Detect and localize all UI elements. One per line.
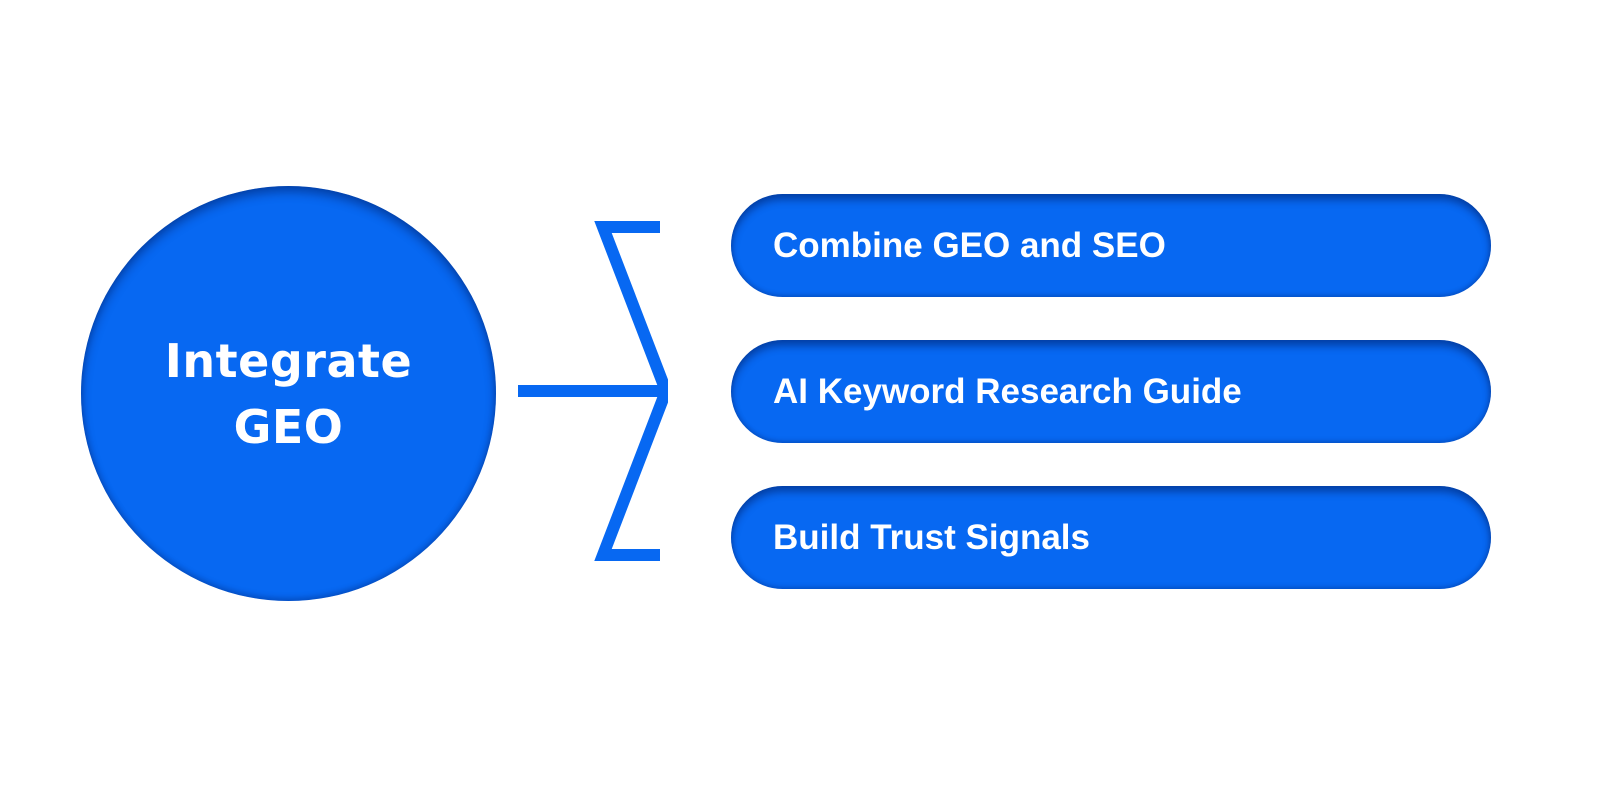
item-label: AI Keyword Research Guide: [773, 371, 1242, 411]
connector-bracket: [594, 221, 668, 561]
item-pill-build-trust-signals: Build Trust Signals: [731, 486, 1491, 589]
item-pill-ai-keyword-research: AI Keyword Research Guide: [731, 340, 1491, 443]
item-label: Combine GEO and SEO: [773, 225, 1166, 265]
bracket-connector: [518, 221, 668, 561]
hub-label: Integrate GEO: [164, 333, 413, 454]
hub-circle: Integrate GEO: [81, 186, 496, 601]
item-label: Build Trust Signals: [773, 517, 1090, 557]
item-pill-combine-geo-seo: Combine GEO and SEO: [731, 194, 1491, 297]
